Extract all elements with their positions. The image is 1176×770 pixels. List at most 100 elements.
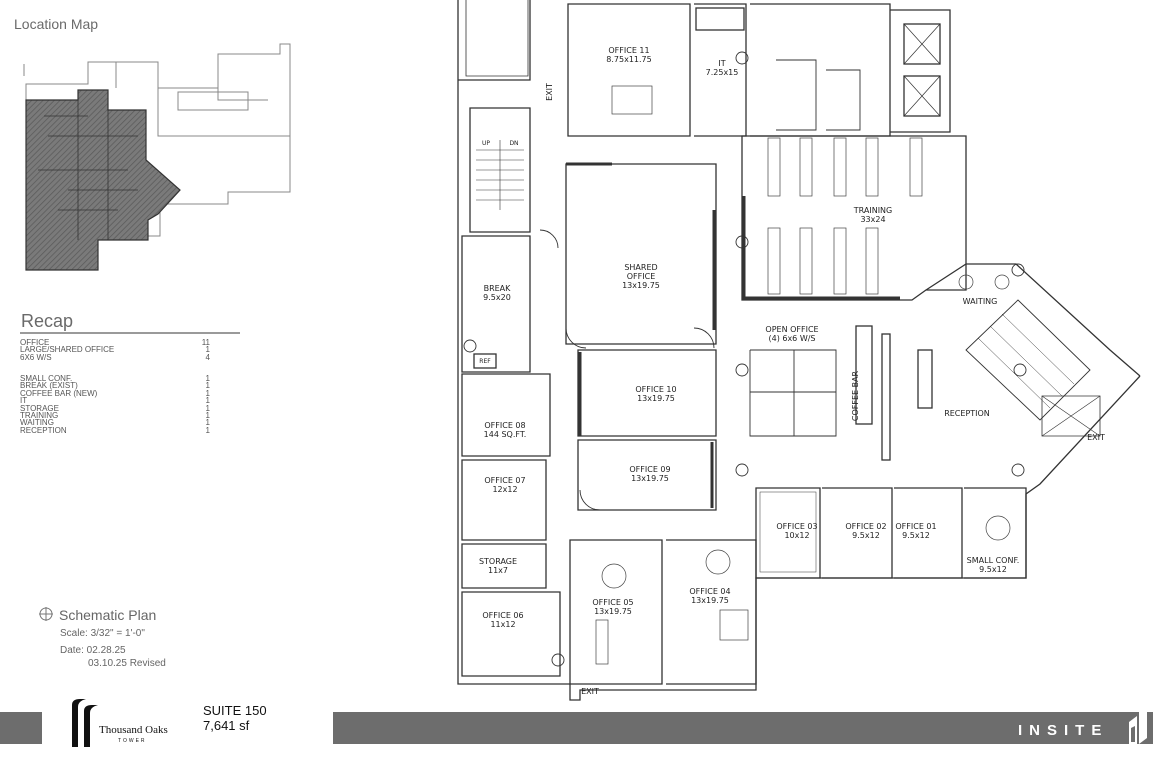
dim-office-11: 8.75x11.75 bbox=[606, 55, 651, 64]
recap-label: OFFICE bbox=[20, 338, 50, 347]
label-office-09: OFFICE 09 bbox=[629, 465, 670, 474]
recap-row: WAITING 1 bbox=[20, 418, 210, 428]
label-exit-bottom: EXIT bbox=[581, 687, 599, 696]
recap-row: TRAINING 1 bbox=[20, 411, 210, 421]
dim-office-10: 13x19.75 bbox=[637, 394, 675, 403]
label-office-02: OFFICE 02 bbox=[845, 522, 886, 531]
recap-title: Recap bbox=[21, 311, 74, 331]
suite-number: SUITE 150 bbox=[203, 703, 267, 718]
recap-row: RECEPTION 1 bbox=[20, 425, 210, 435]
label-office-10: OFFICE 10 bbox=[635, 385, 676, 394]
dim-office-02: 9.5x12 bbox=[852, 531, 880, 540]
suite-area: 7,641 sf bbox=[203, 718, 250, 733]
recap-row: IT 1 bbox=[20, 396, 210, 406]
floor-plan: OFFICE 11 8.75x11.75 IT 7.25x15 EXIT UP … bbox=[457, 0, 1141, 701]
suite-info: SUITE 150 7,641 sf bbox=[203, 703, 267, 733]
label-small-conf: SMALL CONF. bbox=[967, 556, 1020, 565]
recap-label: STORAGE bbox=[20, 403, 59, 413]
recap-count: 11 bbox=[201, 338, 210, 347]
schematic-plan-title: Schematic Plan bbox=[59, 607, 157, 623]
recap-label: 6X6 W/S bbox=[20, 352, 52, 362]
plan-date: Date: 02.28.25 bbox=[60, 645, 126, 656]
label-office-07: OFFICE 07 bbox=[484, 476, 525, 485]
recap-row: SMALL CONF. 1 bbox=[20, 374, 210, 383]
recap-label: IT bbox=[20, 396, 28, 406]
dim-storage: 11x7 bbox=[488, 566, 508, 575]
recap-divider bbox=[20, 332, 240, 334]
dim-small-conf: 9.5x12 bbox=[979, 565, 1007, 574]
label-training: TRAINING bbox=[853, 206, 892, 215]
label-coffee-bar: COFFEE BAR bbox=[851, 370, 860, 421]
dim-office-06: 11x12 bbox=[490, 620, 515, 629]
recap-count: 1 bbox=[205, 425, 210, 435]
plan-revised: 03.10.25 Revised bbox=[88, 658, 166, 669]
label-office-01: OFFICE 01 bbox=[895, 522, 936, 531]
dim-office-04: 13x19.75 bbox=[691, 596, 729, 605]
dim-it: 7.25x15 bbox=[706, 68, 739, 77]
label-office-11: OFFICE 11 bbox=[608, 46, 649, 55]
dim-office-08: 144 SQ.FT. bbox=[484, 430, 527, 439]
dim-break: 9.5x20 bbox=[483, 293, 511, 302]
dim-office-01: 9.5x12 bbox=[902, 531, 930, 540]
insite-brand: INSITE bbox=[1018, 722, 1109, 739]
suite-150-highlight bbox=[25, 89, 181, 271]
recap-count: 1 bbox=[205, 411, 210, 421]
location-map-title: Location Map bbox=[14, 16, 99, 32]
logo-name: Thousand Oaks bbox=[99, 724, 168, 736]
recap-count: 1 bbox=[205, 374, 210, 383]
label-office-03: OFFICE 03 bbox=[776, 522, 817, 531]
label-shared: SHARED bbox=[624, 263, 657, 272]
label-stair-up: UP bbox=[482, 140, 490, 147]
recap-row: COFFEE BAR (NEW) 1 bbox=[20, 388, 210, 398]
label-office-04: OFFICE 04 bbox=[689, 587, 730, 596]
label-exit-top: EXIT bbox=[545, 83, 554, 101]
recap-count: 1 bbox=[205, 345, 210, 355]
label-stair-dn: DN bbox=[509, 140, 518, 147]
footer-bar-left bbox=[0, 712, 42, 744]
dim-open-office: (4) 6x6 W/S bbox=[768, 334, 815, 343]
location-key-map bbox=[23, 43, 291, 271]
thousand-oaks-tower-logo: Thousand Oaks TOWER bbox=[72, 699, 168, 747]
label-waiting: WAITING bbox=[963, 297, 998, 306]
dim-office-05: 13x19.75 bbox=[594, 607, 632, 616]
recap-row: 6X6 W/S 4 bbox=[20, 352, 210, 362]
dim-office-03: 10x12 bbox=[784, 531, 809, 540]
plan-scale: Scale: 3/32" = 1'-0" bbox=[60, 628, 145, 639]
recap-label: WAITING bbox=[20, 418, 54, 428]
dim-office-09: 13x19.75 bbox=[631, 474, 669, 483]
recap-count: 4 bbox=[205, 352, 210, 362]
label-office-08: OFFICE 08 bbox=[484, 421, 525, 430]
label-office-06: OFFICE 06 bbox=[482, 611, 523, 620]
recap-label: TRAINING bbox=[20, 411, 59, 421]
recap-count: 1 bbox=[205, 381, 210, 391]
recap-count: 1 bbox=[205, 396, 210, 406]
recap-row: OFFICE 11 bbox=[20, 338, 210, 347]
label-exit-right: EXIT bbox=[1087, 433, 1105, 442]
insite-logo-icon bbox=[1129, 708, 1147, 746]
recap-label: RECEPTION bbox=[20, 425, 67, 435]
label-ref: REF bbox=[479, 358, 491, 365]
recap-count: 1 bbox=[205, 418, 210, 428]
label-reception: RECEPTION bbox=[944, 409, 990, 418]
label-break: BREAK bbox=[484, 284, 512, 293]
label-open-office: OPEN OFFICE bbox=[765, 325, 818, 334]
label-it: IT bbox=[718, 59, 725, 68]
recap-row: BREAK (EXIST) 1 bbox=[20, 381, 210, 391]
recap-label: SMALL CONF. bbox=[20, 374, 73, 383]
recap-count: 1 bbox=[205, 388, 210, 398]
dim-shared: 13x19.75 bbox=[622, 281, 660, 290]
dim-training: 33x24 bbox=[860, 215, 885, 224]
recap-row: STORAGE 1 bbox=[20, 403, 210, 413]
compass-icon bbox=[39, 607, 53, 621]
label-shared-office: OFFICE bbox=[627, 272, 656, 281]
recap-label: BREAK (EXIST) bbox=[20, 381, 78, 391]
label-office-05: OFFICE 05 bbox=[592, 598, 633, 607]
recap-count: 1 bbox=[205, 403, 210, 413]
recap-label: COFFEE BAR (NEW) bbox=[20, 388, 98, 398]
footer-bar-right bbox=[333, 712, 1153, 744]
logo-sub: TOWER bbox=[118, 738, 147, 744]
dim-office-07: 12x12 bbox=[492, 485, 517, 494]
